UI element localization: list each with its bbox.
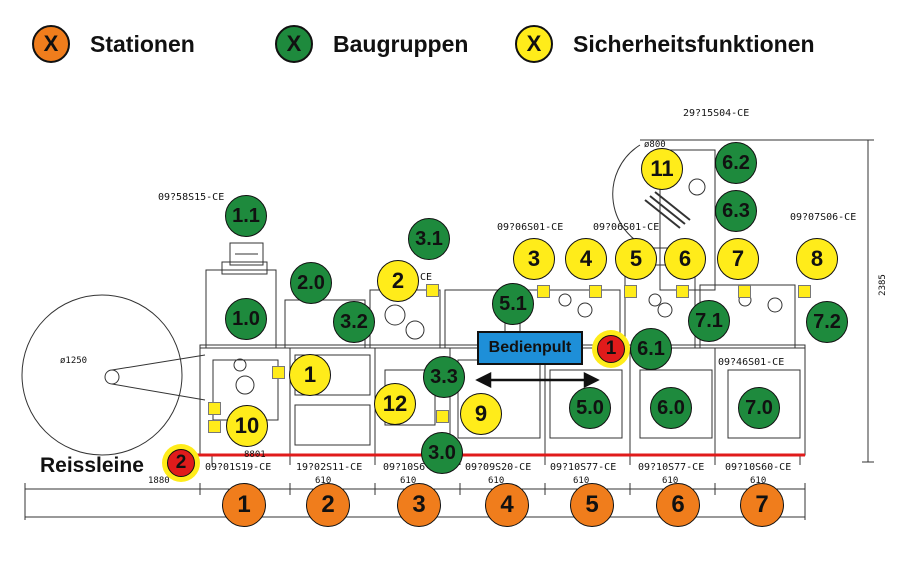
module-width-label: 610 (315, 476, 332, 486)
module-width-label: 610 (573, 476, 590, 486)
top-part-code: 29?15S04-CE (683, 108, 750, 119)
emergency-stop-marker: 1 (597, 335, 625, 363)
legend-label: Baugruppen (333, 30, 469, 57)
safety-legend-marker: X (515, 25, 553, 63)
legend-item-assemblies: X Baugruppen (275, 22, 468, 66)
safety-sensor-square (624, 285, 637, 298)
assembly-marker: 6.1 (630, 328, 672, 370)
bottom-part-code: 09?10S77-CE (638, 462, 705, 473)
station-marker: 6 (656, 483, 700, 527)
direction-arrow (475, 371, 600, 389)
module-width-label: 610 (750, 476, 767, 486)
station-marker: 4 (485, 483, 529, 527)
safety-function-marker: 5 (615, 238, 657, 280)
safety-function-marker: 8 (796, 238, 838, 280)
safety-function-marker: 7 (717, 238, 759, 280)
pull-wire-label: Reissleine (40, 454, 144, 477)
operator-panel: Bedienpult (477, 331, 583, 365)
small-code-label: 8801 (244, 450, 266, 460)
roll-diameter-label: ø1250 (60, 356, 88, 366)
safety-sensor-square (208, 402, 221, 415)
safety-sensor-square (589, 285, 602, 298)
assembly-marker: 7.1 (688, 300, 730, 342)
base-length-label: 1880 (148, 476, 170, 486)
assembly-marker: 3.1 (408, 218, 450, 260)
station-legend-marker: X (32, 25, 70, 63)
safety-sensor-square (208, 420, 221, 433)
bottom-part-code: 09?01S19-CE (205, 462, 272, 473)
module8-part-code: 09?07S06-CE (790, 212, 857, 223)
module-width-label: 610 (488, 476, 505, 486)
safety-sensor-square (272, 366, 285, 379)
station-marker: 7 (740, 483, 784, 527)
safety-function-marker: 2 (377, 260, 419, 302)
safety-sensor-square (676, 285, 689, 298)
bottom-part-code: 09?10S60-CE (725, 462, 792, 473)
safety-function-marker: 1 (289, 354, 331, 396)
unwinder-roll (21, 294, 183, 456)
bottom-part-code: 09?10S6 (383, 462, 426, 473)
assembly-marker: 7.0 (738, 387, 780, 429)
station-marker: 1 (222, 483, 266, 527)
assembly-legend-marker: X (275, 25, 313, 63)
pull-wire-marker: 2 (167, 449, 195, 477)
station-marker: 3 (397, 483, 441, 527)
assembly-marker: 2.0 (290, 262, 332, 304)
module-mid-part-code: -CE (414, 272, 433, 283)
legend-item-safety: X Sicherheitsfunktionen (515, 22, 815, 66)
assembly-marker: 3.0 (421, 432, 463, 474)
legend-label: Stationen (90, 30, 195, 57)
bottom-part-code: 09?10S77-CE (550, 462, 617, 473)
assembly-marker: 1.0 (225, 298, 267, 340)
safety-function-marker: 12 (374, 383, 416, 425)
safety-function-marker: 9 (460, 393, 502, 435)
safety-sensor-square (426, 284, 439, 297)
module-width-label: 610 (400, 476, 417, 486)
safety-function-marker: 4 (565, 238, 607, 280)
assembly-marker: 7.2 (806, 301, 848, 343)
height-dimension-label: 2385 (877, 274, 888, 296)
safety-function-marker: 6 (664, 238, 706, 280)
safety-sensor-square (798, 285, 811, 298)
safety-sensor-square (436, 410, 449, 423)
unwinder-hub (104, 369, 120, 385)
bottom-part-code: 09?09S20-CE (465, 462, 532, 473)
legend-item-stations: X Stationen (32, 22, 195, 66)
station-marker: 2 (306, 483, 350, 527)
module5-part-code: 09?06S01-CE (593, 222, 660, 233)
assembly-marker: 5.1 (492, 283, 534, 325)
module7-upper-part-code: 09?46S01-CE (718, 357, 785, 368)
safety-function-marker: 10 (226, 405, 268, 447)
module3-part-code: 09?06S01-CE (497, 222, 564, 233)
assembly-marker: 1.1 (225, 195, 267, 237)
small-diameter-label: ø800 (644, 140, 666, 150)
safety-function-marker: 11 (641, 148, 683, 190)
safety-function-marker: 3 (513, 238, 555, 280)
assembly-marker: 6.3 (715, 190, 757, 232)
station-marker: 5 (570, 483, 614, 527)
safety-sensor-square (537, 285, 550, 298)
legend-label: Sicherheitsfunktionen (573, 30, 815, 57)
assembly-marker: 5.0 (569, 387, 611, 429)
assembly-marker: 3.2 (333, 301, 375, 343)
assembly-marker: 3.3 (423, 356, 465, 398)
assembly-marker: 6.2 (715, 142, 757, 184)
safety-sensor-square (738, 285, 751, 298)
bottom-part-code: 19?02S11-CE (296, 462, 363, 473)
assembly-marker: 6.0 (650, 387, 692, 429)
module-width-label: 610 (662, 476, 679, 486)
unwinder-part-code: 09?58S15-CE (158, 192, 225, 203)
